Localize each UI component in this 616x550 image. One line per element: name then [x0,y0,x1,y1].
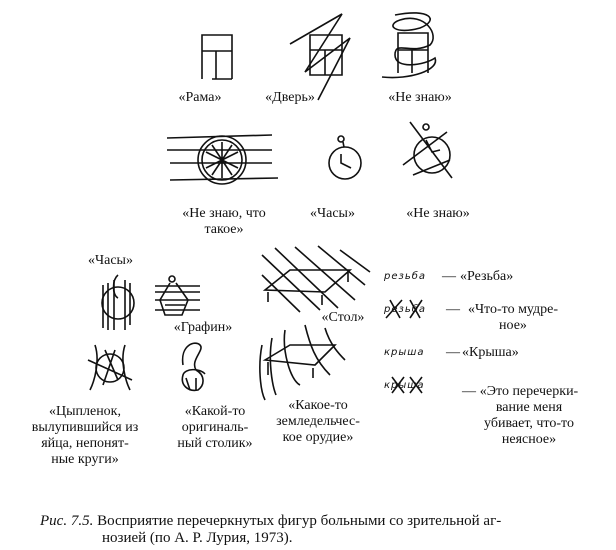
dash: — [446,345,460,360]
door-crossed-drawing [289,13,351,101]
scribbled-frame-drawing [381,12,437,79]
label-line: неясное» [501,432,557,447]
frame-drawing [201,34,233,80]
caption-label: Рис. 7.5. [40,513,94,529]
figure-caption: Рис. 7.5. Восприятие перечеркнутых фигур… [40,513,501,547]
figure-drawings [87,12,453,401]
label-chasy-1: «Часы» [310,206,355,221]
label-line: «Какое-то [288,398,348,413]
farm-tool-drawing [259,324,346,401]
answer-perecherkivanie: «Это перечерки- вание меня убивает, что-… [474,384,584,448]
clock-drawing [328,135,362,180]
label-ne-znayu-chto: «Не знаю, что [182,206,266,221]
answer-mudrenoe: «Что-то мудре- ное» [458,302,568,334]
label-dver: «Дверь» [265,90,315,105]
label-line: яйца, непонят- [41,436,129,451]
label-chick: «Цыпленок, вылупившийся из яйца, непонят… [20,404,150,468]
label-line: земледельчес- [276,414,360,429]
label-line: оригиналь- [181,420,249,435]
label-stol: «Стол» [321,310,365,325]
label-rama: «Рама» [178,90,222,105]
label-line: ные круги» [51,452,119,467]
label-farm-tool: «Какое-то земледельчес- кое орудие» [268,398,368,446]
label-line: «Что-то мудре- [467,302,559,317]
label-line: убивает, что-то [484,416,574,431]
decanter-drawing [155,275,200,316]
handwritten-word-crossed: резьба [384,304,427,315]
answer-krysha: «Крыша» [462,345,519,360]
handwritten-word-crossed: крыша [384,380,425,391]
handwritten-word: крыша [384,347,425,358]
label-line: вылупившийся из [31,420,139,435]
label-line: вание меня [495,400,563,415]
label-line: ное» [499,318,527,333]
label-line: кое орудие» [282,430,354,445]
label-grafin: «Графин» [173,320,233,335]
crossed-word-krysha [391,376,423,394]
dash: — [462,384,476,399]
handwritten-word: резьба [384,271,427,282]
label-line: «Цыпленок, [48,404,121,419]
crossed-word-rezba [385,299,423,319]
label-line: «Это перечерки- [479,384,579,399]
crossed-table-drawing [261,245,371,313]
label-chasy-2: «Часы» [88,253,133,268]
label-odd-table: «Какой-то оригиналь- ный столик» [165,404,265,452]
wheel-drawing [166,134,279,185]
answer-rezba: «Резьба» [460,269,514,284]
label-takoe: такое» [204,222,244,237]
dash: — [442,269,456,284]
caption-text-1: Восприятие перечеркнутых фигур больными … [97,513,502,529]
crossed-clock-drawing [402,121,453,179]
odd-table-drawing [181,342,206,392]
dash: — [446,302,460,317]
chick-drawing [87,344,133,391]
crossed-clock-drawing-2 [101,274,135,330]
caption-text-2: нозией (по А. Р. Лурия, 1973). [102,530,293,546]
label-line: «Какой-то [184,404,246,419]
label-ne-znayu-2: «Не знаю» [406,206,470,221]
label-ne-znayu-1: «Не знаю» [388,90,452,105]
label-line: ный столик» [177,436,253,451]
